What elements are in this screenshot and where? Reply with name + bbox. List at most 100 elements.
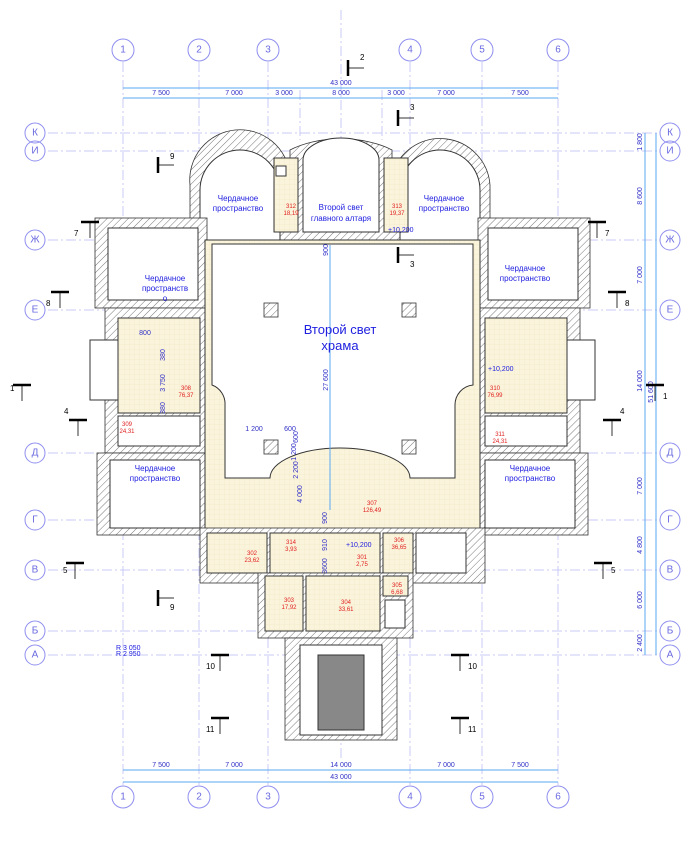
axis-label: Б [32, 626, 39, 637]
room-area: 33,61 [338, 607, 354, 613]
section-marker: 4 [64, 407, 87, 436]
svg-text:8 000: 8 000 [332, 90, 350, 97]
svg-text:1 800: 1 800 [637, 133, 644, 151]
axis-marker: И [659, 140, 681, 162]
room-number: 309 [122, 422, 133, 428]
room-number: 306 [394, 538, 405, 544]
building [89, 129, 596, 741]
svg-text:храма: храма [321, 338, 359, 353]
section-marker: 10 [206, 653, 229, 671]
axis-marker: Ж [659, 229, 681, 251]
axis-marker: А [659, 644, 681, 666]
svg-text:8 600: 8 600 [637, 187, 644, 205]
svg-text:380: 380 [160, 349, 167, 361]
section-number: 1 [10, 384, 15, 393]
axis-label: Г [32, 515, 38, 526]
room-number: 301 [357, 555, 368, 561]
section-marker: 7 [588, 220, 610, 238]
section-number: 3 [410, 103, 415, 112]
elevator-icon [275, 165, 287, 177]
svg-text:3 000: 3 000 [387, 90, 405, 97]
svg-text:пространство: пространство [505, 474, 556, 483]
room-number: 304 [341, 600, 352, 606]
svg-text:5: 5 [479, 792, 485, 803]
room-area: 24,31 [119, 429, 135, 435]
room-number: 311 [495, 432, 505, 438]
dimension-lines: 43 000 7 500 7 000 3 000 8 000 3 000 7 0… [123, 80, 657, 783]
svg-text:4 000: 4 000 [297, 485, 304, 503]
room-area: 18,19 [283, 211, 299, 217]
section-marker: 11 [206, 716, 229, 734]
axis-marker: 6 [546, 38, 570, 62]
svg-text:900: 900 [323, 244, 330, 256]
svg-text:1 200: 1 200 [291, 443, 298, 461]
section-number: 8 [46, 299, 51, 308]
section-marker: 8 [46, 290, 69, 308]
svg-text:7 000: 7 000 [637, 266, 644, 284]
svg-text:2: 2 [196, 792, 202, 803]
axis-marker: Г [659, 509, 681, 531]
axis-label: А [32, 650, 39, 661]
svg-text:1 200: 1 200 [245, 426, 263, 433]
column-axes: 1 2 3 4 5 6 1 2 3 4 5 6 [111, 38, 570, 809]
axis-label: Б [667, 626, 674, 637]
svg-text:пространств: пространств [142, 284, 188, 293]
svg-text:6: 6 [555, 45, 561, 56]
room-area: 24,31 [492, 439, 508, 445]
svg-text:Второй свет: Второй свет [304, 322, 377, 337]
svg-text:Чердачное: Чердачное [218, 194, 259, 203]
svg-text:1: 1 [120, 792, 126, 803]
section-marker: 11 [451, 716, 477, 734]
svg-text:3: 3 [265, 792, 271, 803]
svg-text:+10,200: +10,200 [346, 542, 372, 549]
axis-marker: А [24, 644, 46, 666]
svg-text:пространство: пространство [500, 274, 551, 283]
section-number: 7 [605, 229, 610, 238]
svg-text:2: 2 [196, 45, 202, 56]
svg-text:о: о [163, 294, 168, 303]
svg-text:пространство: пространство [213, 204, 264, 213]
axis-marker: 2 [187, 785, 211, 809]
svg-text:51 600: 51 600 [648, 381, 655, 403]
section-marker: 5 [63, 561, 84, 579]
svg-text:пространство: пространство [419, 204, 470, 213]
svg-text:R 3 050: R 3 050 [116, 645, 141, 652]
axis-label: Г [667, 515, 673, 526]
svg-text:43 000: 43 000 [330, 80, 352, 87]
section-number: 11 [468, 725, 477, 734]
section-marker: 2 [346, 53, 365, 76]
section-marker: 7 [74, 220, 99, 238]
room-numbers: 31218,1931319,3730876,3730924,3131076,99… [119, 204, 508, 613]
axis-marker: Б [659, 620, 681, 642]
room-area: 17,92 [281, 605, 297, 611]
svg-text:4: 4 [407, 792, 413, 803]
section-number: 10 [206, 662, 215, 671]
section-marker: 8 [608, 290, 630, 308]
axis-marker: Д [24, 442, 46, 464]
axis-marker: Ж [24, 229, 46, 251]
axis-marker: Е [659, 299, 681, 321]
axis-marker: 4 [398, 38, 422, 62]
svg-text:пространство: пространство [130, 474, 181, 483]
svg-text:7 500: 7 500 [152, 90, 170, 97]
room-number: 313 [392, 204, 403, 210]
svg-text:3: 3 [265, 45, 271, 56]
room-number: 314 [286, 540, 297, 546]
svg-text:+10,200: +10,200 [488, 366, 514, 373]
svg-text:7 500: 7 500 [152, 762, 170, 769]
axis-marker: 5 [470, 785, 494, 809]
axis-label: Д [32, 448, 39, 459]
room-area: 76,37 [178, 393, 194, 399]
section-number: 2 [360, 53, 365, 62]
section-marker: 5 [594, 561, 616, 579]
axis-label: Е [32, 305, 39, 316]
svg-text:900: 900 [322, 512, 329, 524]
axis-label: К [32, 128, 38, 139]
section-marker: 9 [156, 590, 175, 612]
axis-marker: Б [24, 620, 46, 642]
axis-marker: 1 [111, 785, 135, 809]
svg-text:800: 800 [139, 330, 151, 337]
section-number: 4 [64, 407, 69, 416]
